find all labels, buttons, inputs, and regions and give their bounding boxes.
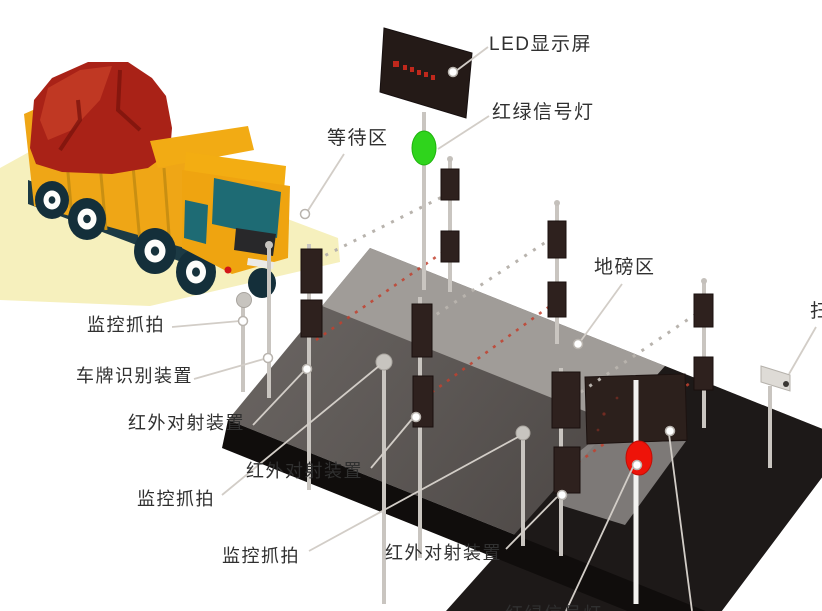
truck-canopy <box>150 126 254 168</box>
truck-windshield <box>212 178 281 238</box>
label-weighbridge-area: 地磅区 <box>594 257 656 278</box>
dump-truck <box>24 62 290 298</box>
scan-code-device <box>760 365 791 468</box>
infrared-post-far-2 <box>547 200 567 344</box>
label-plate-recognition: 车牌识别装置 <box>76 366 193 386</box>
label-monitor-capture-2: 监控抓拍 <box>137 489 215 509</box>
label-bottom-partial: 红绿信号灯 <box>505 603 603 611</box>
plate-recognition-pole <box>265 241 273 398</box>
infrared-beams-gray-dotted <box>315 194 697 400</box>
truck-taillight <box>224 266 232 274</box>
camera-pole-1 <box>236 292 252 392</box>
camera-pole-2 <box>375 353 393 604</box>
camera-ball <box>236 292 252 308</box>
label-monitor-capture-3: 监控抓拍 <box>222 546 300 566</box>
camera-ball <box>515 425 531 441</box>
label-monitor-capture-1: 监控抓拍 <box>87 315 165 335</box>
green-signal-light <box>411 130 437 166</box>
label-scan-code: 扫码 <box>810 301 822 322</box>
label-infrared-beam-3: 红外对射装置 <box>385 543 502 563</box>
leader-lines <box>171 46 817 611</box>
led-panel-glow-text <box>393 61 435 80</box>
label-signal-light: 红绿信号灯 <box>492 102 595 123</box>
label-waiting-area: 等待区 <box>327 128 389 149</box>
infrared-post-far-3 <box>693 278 714 428</box>
infrared-post-far-1 <box>440 156 460 292</box>
camera-ball <box>375 353 393 371</box>
label-infrared-beam-2: 红外对射装置 <box>246 461 363 481</box>
truck-cab-roof <box>184 152 286 190</box>
truck-grill <box>234 228 276 256</box>
platform-side-face <box>222 420 706 611</box>
infrared-beams-red <box>315 248 701 470</box>
infrared-post-near-3 <box>551 368 581 556</box>
label-infrared-beam-1: 红外对射装置 <box>128 413 245 433</box>
label-led-screen: LED显示屏 <box>489 34 592 55</box>
truck-side-window <box>184 200 208 244</box>
camera-pole-3 <box>515 425 531 546</box>
leader-connector-dots <box>237 66 676 501</box>
